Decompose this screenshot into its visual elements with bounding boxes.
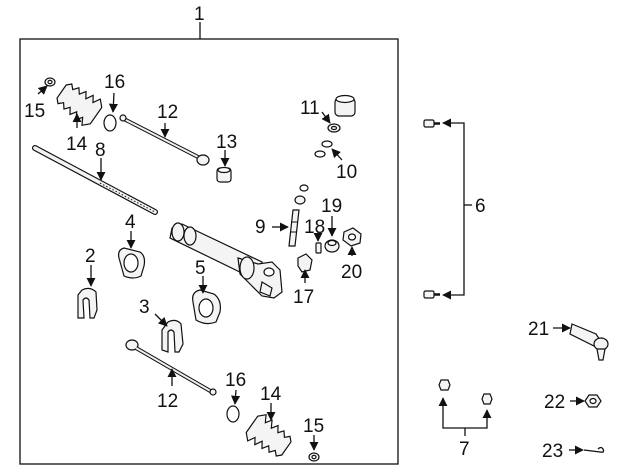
- bellows-boot-14-icon: [56, 83, 103, 127]
- callout-12-top: 12: [157, 102, 178, 123]
- callout-16-top: 16: [104, 72, 125, 93]
- rack-yoke-17-icon: [297, 253, 313, 273]
- mount-clamp-3-icon: [161, 319, 184, 353]
- callout-19: 19: [321, 196, 342, 217]
- callout-2: 2: [85, 246, 96, 267]
- mounting-bolt-6b-icon: [423, 290, 440, 299]
- o-ring-16-icon: [103, 114, 117, 132]
- callout-9: 9: [255, 217, 266, 238]
- stud-18-icon: [315, 242, 322, 254]
- callout-15-bottom: 15: [303, 416, 324, 437]
- pinion-shaft-9-icon: [288, 184, 309, 247]
- callout-11: 11: [300, 98, 320, 119]
- callout-3: 3: [139, 297, 150, 318]
- callout-4: 4: [125, 212, 136, 233]
- outer-tie-rod-end-21-icon: [569, 323, 609, 361]
- callout-22: 22: [544, 392, 565, 413]
- callout-21: 21: [528, 319, 549, 340]
- hex-nut-22-icon: [584, 394, 602, 408]
- mount-clamp-2-icon: [77, 287, 98, 319]
- callout-23: 23: [542, 441, 563, 462]
- bellows-boot-14b-icon: [245, 413, 292, 457]
- seal-ring-15-icon: [44, 77, 56, 87]
- callout-13: 13: [216, 132, 237, 153]
- assembly-frame: [19, 38, 399, 465]
- cotter-pin-23-icon: [583, 446, 605, 453]
- castle-nut-7b-icon: [481, 393, 493, 405]
- seal-ring-10-icon: [314, 140, 333, 158]
- mount-bushing-4-icon: [117, 247, 146, 279]
- o-ring-16b-icon: [226, 405, 240, 423]
- castle-nut-7a-icon: [438, 379, 451, 391]
- callout-14-bottom: 14: [260, 384, 282, 405]
- adjuster-19-icon: [324, 239, 340, 253]
- cover-cap-11-icon: [327, 94, 356, 133]
- inner-tie-rod-12-icon: [119, 114, 210, 166]
- jam-nut-13-icon: [216, 166, 232, 183]
- callout-16-bottom: 16: [225, 370, 246, 391]
- callout-12-bottom: 12: [157, 391, 178, 412]
- callout-5: 5: [195, 258, 206, 279]
- callout-10: 10: [336, 162, 357, 183]
- inner-tie-rod-12b-icon: [125, 339, 217, 396]
- callout-7: 7: [459, 439, 470, 460]
- seal-ring-15b-icon: [308, 452, 320, 462]
- callout-15-top: 15: [24, 101, 45, 122]
- callout-18: 18: [304, 217, 325, 238]
- steering-rack-8-icon: [32, 145, 158, 215]
- mount-bushing-5-icon: [192, 289, 221, 325]
- callout-17: 17: [293, 287, 314, 308]
- lock-nut-20-icon: [342, 227, 362, 247]
- callout-8: 8: [95, 140, 106, 161]
- callout-1: 1: [194, 4, 205, 25]
- callout-14-top: 14: [66, 134, 88, 155]
- mounting-bolt-6a-icon: [423, 119, 440, 128]
- steering-gear-housing-icon: [169, 222, 283, 299]
- callout-20: 20: [341, 262, 362, 283]
- callout-6: 6: [475, 196, 486, 217]
